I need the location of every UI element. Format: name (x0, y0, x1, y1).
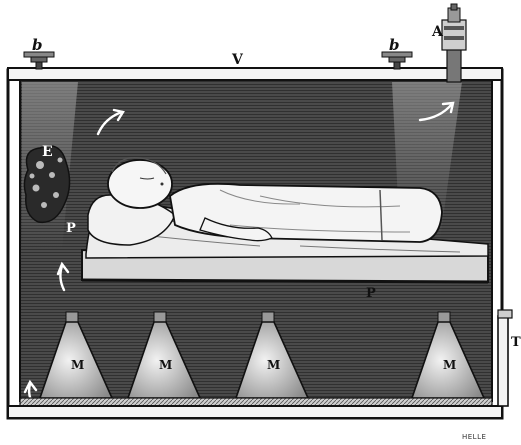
label-t: T (511, 335, 521, 350)
label-m2: M (159, 358, 172, 372)
label-b-right: b (389, 36, 400, 54)
box-floor (20, 398, 492, 406)
label-m1: M (71, 358, 84, 372)
box-lid (8, 68, 502, 80)
label-m4: M (443, 358, 456, 372)
side-door-t (498, 310, 512, 406)
label-m3: M (267, 358, 280, 372)
label-a: A (431, 24, 444, 40)
engraver-signature: HELLE (462, 433, 486, 441)
vent-screw-left (24, 52, 54, 69)
label-v: V (231, 52, 244, 68)
swaddled-infant (170, 184, 442, 242)
label-p-bottom: P (366, 286, 376, 301)
label-p-left: P (66, 221, 76, 236)
label-b-left: b (32, 36, 43, 54)
box-base (8, 406, 502, 418)
vent-screw-right (382, 52, 412, 69)
label-e: E (42, 144, 53, 160)
